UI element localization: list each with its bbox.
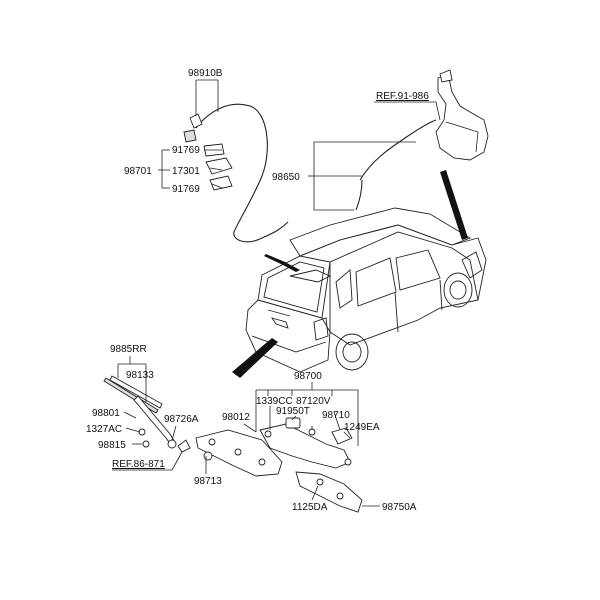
label-87120V: 87120V	[296, 396, 331, 407]
label-98750A: 98750A	[382, 502, 417, 513]
label-98701: 98701	[124, 166, 152, 177]
label-91769-top: 91769	[172, 145, 200, 156]
label-91769-bottom: 91769	[172, 184, 200, 195]
label-98650: 98650	[272, 172, 300, 183]
pointer-arrows	[232, 170, 468, 378]
label-98713: 98713	[194, 476, 222, 487]
label-98133: 98133	[126, 370, 154, 381]
part-labels: 98910B 91769 98701 17301 91769 REF.91-98…	[86, 68, 429, 513]
vehicle-illustration	[245, 207, 487, 373]
wiper-motor	[259, 417, 353, 469]
motor-lower-cover	[295, 471, 363, 513]
label-98801: 98801	[92, 408, 120, 419]
leader-lines	[112, 79, 441, 507]
wiper-assembly	[103, 375, 191, 453]
label-17301: 17301	[172, 166, 200, 177]
label-ref-86-871: REF.86-871	[112, 459, 165, 470]
washer-hose	[195, 103, 437, 243]
label-91950T: 91950T	[276, 406, 310, 417]
label-98910B: 98910B	[188, 68, 223, 79]
label-9885RR: 9885RR	[110, 344, 147, 355]
label-98815: 98815	[98, 440, 126, 451]
wiper-motor-cover	[195, 429, 283, 477]
label-98700: 98700	[294, 371, 322, 382]
label-ref-91-986: REF.91-986	[376, 91, 429, 102]
label-98710: 98710	[322, 410, 350, 421]
label-1125DA: 1125DA	[292, 502, 328, 513]
washer-reservoir	[435, 69, 489, 161]
label-1327AC: 1327AC	[86, 424, 122, 435]
label-1339CC: 1339CC	[256, 396, 293, 407]
label-98726A: 98726A	[164, 414, 199, 425]
nozzle-parts	[183, 113, 233, 191]
label-98012: 98012	[222, 412, 250, 423]
label-1249EA: 1249EA	[344, 422, 380, 433]
